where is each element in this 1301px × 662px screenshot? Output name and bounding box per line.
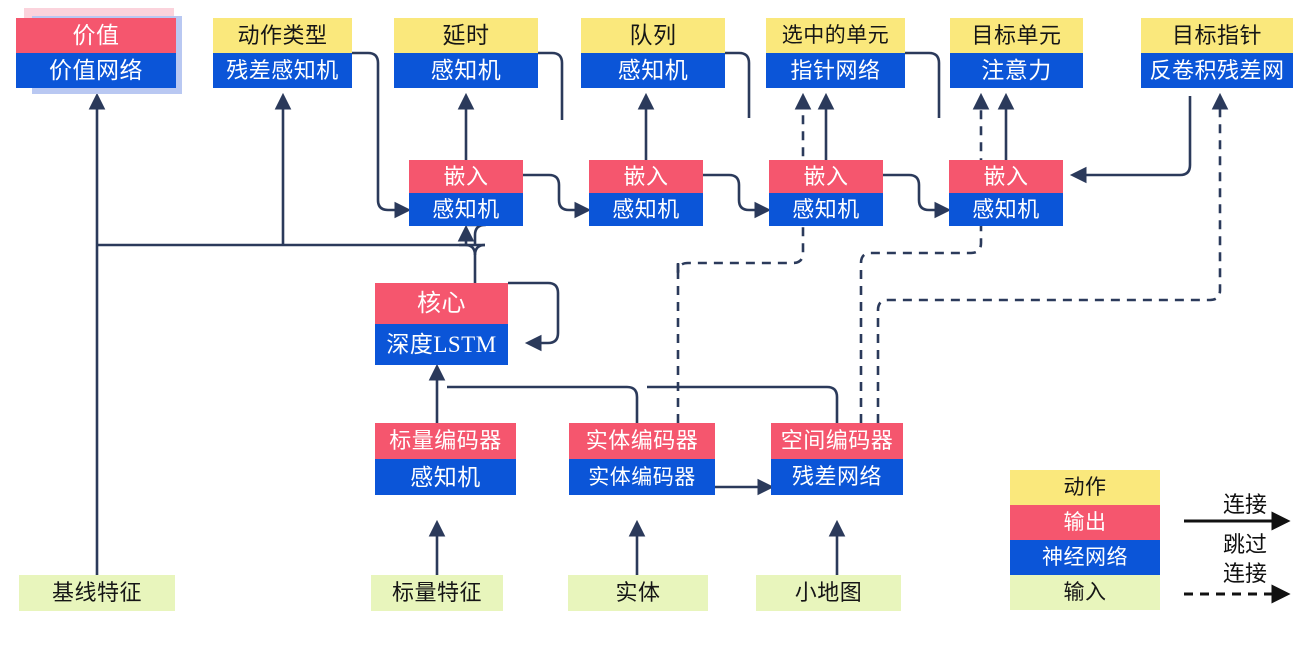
- node-embed-3[interactable]: 嵌入 感知机: [769, 160, 883, 226]
- node-input-scalar[interactable]: 标量特征: [371, 575, 503, 611]
- node-embed-3-bottom: 感知机: [769, 193, 883, 226]
- node-core[interactable]: 核心 深度LSTM: [375, 283, 508, 365]
- legend-swatch-input: 输入: [1010, 575, 1160, 610]
- node-entity-encoder-bottom: 实体编码器: [569, 459, 715, 495]
- node-scalar-encoder-top: 标量编码器: [375, 423, 516, 459]
- wire-queue-drop: [725, 51, 751, 118]
- node-embed-1[interactable]: 嵌入 感知机: [409, 160, 523, 226]
- node-embed-4[interactable]: 嵌入 感知机: [949, 160, 1063, 226]
- wire-targetpointer-to-embed4: [1069, 96, 1192, 184]
- node-queue[interactable]: 队列 感知机: [581, 18, 725, 88]
- node-action-type-top: 动作类型: [213, 18, 352, 53]
- skip-spatialenc-to-targetpointer: [876, 92, 1229, 423]
- skip-spatialenc-to-targetunit: [859, 92, 990, 423]
- node-input-baseline[interactable]: 基线特征: [19, 575, 175, 611]
- node-input-baseline-label: 基线特征: [19, 575, 175, 611]
- legend-swatches: 动作 输出 神经网络 输入: [1010, 470, 1160, 610]
- node-embed-2[interactable]: 嵌入 感知机: [589, 160, 703, 226]
- wire-spatialenc-to-bus: [647, 385, 839, 423]
- node-entity-encoder[interactable]: 实体编码器 实体编码器: [569, 423, 715, 495]
- node-value-bottom: 价值网络: [16, 53, 176, 88]
- node-embed-2-bottom: 感知机: [589, 193, 703, 226]
- node-value-top: 价值: [16, 18, 176, 53]
- wire-embed2-to-embed3: [703, 173, 772, 219]
- node-queue-bottom: 感知机: [581, 53, 725, 88]
- wire-entityenc-to-bus: [447, 385, 639, 423]
- node-selected-units-top: 选中的单元: [766, 18, 905, 53]
- node-value[interactable]: 价值 价值网络: [16, 18, 176, 88]
- wire-bus-corner-r: [473, 243, 486, 256]
- wire-selected-drop: [905, 51, 941, 118]
- node-embed-4-bottom: 感知机: [949, 193, 1063, 226]
- node-delay[interactable]: 延时 感知机: [394, 18, 538, 88]
- node-target-point-top: 目标指针: [1141, 18, 1293, 53]
- node-input-minimap-label: 小地图: [756, 575, 901, 611]
- node-core-top: 核心: [375, 283, 508, 324]
- node-scalar-encoder-bottom: 感知机: [375, 459, 516, 495]
- skip-entityenc-to-selected: [676, 92, 812, 423]
- legend-swatch-action: 动作: [1010, 470, 1160, 505]
- node-embed-2-top: 嵌入: [589, 160, 703, 193]
- node-target-point[interactable]: 目标指针 反卷积残差网: [1141, 18, 1293, 88]
- node-selected-units[interactable]: 选中的单元 指针网络: [766, 18, 905, 88]
- node-embed-1-bottom: 感知机: [409, 193, 523, 226]
- node-queue-top: 队列: [581, 18, 725, 53]
- node-core-bottom: 深度LSTM: [375, 324, 508, 365]
- node-embed-4-top: 嵌入: [949, 160, 1063, 193]
- node-input-entity[interactable]: 实体: [568, 575, 708, 611]
- wire-actiontype-to-embed1: [352, 51, 412, 219]
- node-input-minimap[interactable]: 小地图: [756, 575, 901, 611]
- node-spatial-encoder-top: 空间编码器: [771, 423, 903, 459]
- node-input-scalar-label: 标量特征: [371, 575, 503, 611]
- legend-connection-label: 连接: [1222, 492, 1267, 517]
- node-action-type-bottom: 残差感知机: [213, 53, 352, 88]
- node-delay-top: 延时: [394, 18, 538, 53]
- node-target-unit-top: 目标单元: [950, 18, 1083, 53]
- node-spatial-encoder-bottom: 残差网络: [771, 459, 903, 495]
- node-target-unit[interactable]: 目标单元 注意力: [950, 18, 1083, 88]
- legend-skip-label-line2: 连接: [1222, 561, 1267, 586]
- node-entity-encoder-top: 实体编码器: [569, 423, 715, 459]
- node-target-point-bottom: 反卷积残差网: [1141, 53, 1293, 88]
- node-delay-bottom: 感知机: [394, 53, 538, 88]
- legend-arrow-icons: [1184, 511, 1291, 604]
- legend-skip-label-line1: 跳过: [1222, 532, 1267, 557]
- node-embed-1-top: 嵌入: [409, 160, 523, 193]
- node-embed-3-top: 嵌入: [769, 160, 883, 193]
- node-scalar-encoder[interactable]: 标量编码器 感知机: [375, 423, 516, 495]
- wire-embed1-to-embed2: [523, 173, 592, 219]
- node-selected-units-bottom: 指针网络: [766, 53, 905, 88]
- wire-bus-stub: [466, 223, 487, 245]
- wire-core-to-left-bus: [97, 243, 477, 283]
- node-action-type[interactable]: 动作类型 残差感知机: [213, 18, 352, 88]
- node-input-entity-label: 实体: [568, 575, 708, 611]
- wire-embed3-to-embed4: [883, 173, 952, 219]
- wire-delay-drop: [538, 51, 564, 118]
- legend-swatch-network: 神经网络: [1010, 540, 1160, 575]
- legend-swatch-output: 输出: [1010, 505, 1160, 540]
- node-spatial-encoder[interactable]: 空间编码器 残差网络: [771, 423, 903, 495]
- node-target-unit-bottom: 注意力: [950, 53, 1083, 88]
- wire-core-recurrent-loop: [508, 281, 560, 352]
